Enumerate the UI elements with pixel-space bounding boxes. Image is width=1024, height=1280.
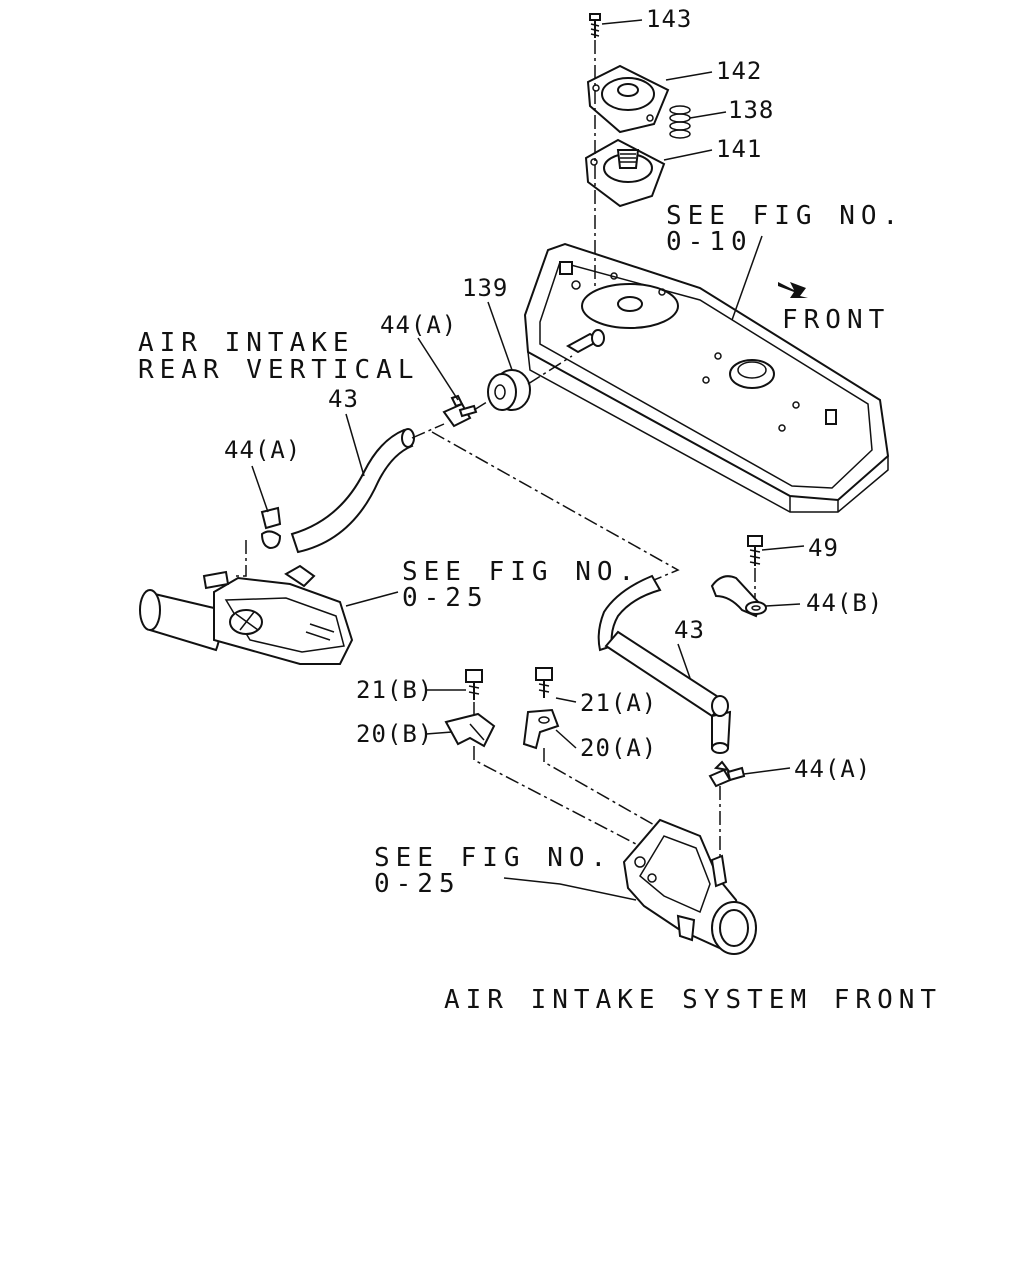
reference-fig-0-25-lower-line2: 0-25 — [374, 869, 461, 899]
clamp-44a-left — [260, 506, 282, 550]
leader-lines — [251, 19, 805, 901]
spring-138 — [669, 105, 691, 139]
label-21b: 21(B) — [356, 676, 433, 704]
bolt-21b — [465, 669, 483, 700]
screw-143 — [589, 13, 601, 38]
caption-rear-line2: REAR VERTICAL — [138, 355, 420, 385]
label-143: 143 — [646, 5, 692, 33]
caption-front-system: AIR INTAKE SYSTEM FRONT — [444, 985, 942, 1015]
label-141: 141 — [716, 135, 762, 163]
rear-intake-pipe — [139, 564, 354, 665]
label-20b: 20(B) — [356, 720, 433, 748]
bracket-20b — [444, 712, 496, 748]
bracket-20a — [522, 708, 560, 750]
hose-43-upper — [290, 428, 415, 554]
label-43-upper: 43 — [328, 385, 359, 413]
bracket-44b — [710, 575, 767, 618]
reference-fig-0-10-line1: SEE FIG NO. — [666, 201, 904, 231]
label-44a-right: 44(A) — [794, 755, 871, 783]
clamp-44a-right — [708, 760, 746, 788]
caption-direction-front: FRONT — [782, 305, 890, 335]
cylinder-head-cover — [523, 242, 890, 513]
label-44a-top: 44(A) — [380, 311, 457, 339]
bolt-49 — [747, 535, 763, 566]
reference-fig-0-25-upper-line1: SEE FIG NO. — [402, 557, 640, 587]
label-142: 142 — [716, 57, 762, 85]
front-intake-body — [622, 818, 757, 955]
front-direction-arrow-icon — [778, 282, 808, 298]
reference-fig-0-25-upper-line2: 0-25 — [402, 583, 489, 613]
label-43-lower: 43 — [674, 616, 705, 644]
label-139: 139 — [462, 274, 508, 302]
reference-fig-0-10-line2: 0-10 — [666, 227, 753, 257]
label-44a-left: 44(A) — [224, 436, 301, 464]
grommet-139 — [487, 369, 531, 411]
hose-43-lower — [597, 574, 732, 754]
reference-fig-0-25-lower-line1: SEE FIG NO. — [374, 843, 612, 873]
caption-rear-line1: AIR INTAKE — [138, 328, 355, 358]
label-44b: 44(B) — [806, 589, 883, 617]
diaphragm-141 — [584, 138, 666, 208]
cover-142 — [586, 64, 670, 134]
label-20a: 20(A) — [580, 734, 657, 762]
label-21a: 21(A) — [580, 689, 657, 717]
label-138: 138 — [728, 96, 774, 124]
bolt-21a — [535, 667, 553, 698]
label-49: 49 — [808, 534, 839, 562]
clamp-44a-top — [442, 394, 478, 428]
